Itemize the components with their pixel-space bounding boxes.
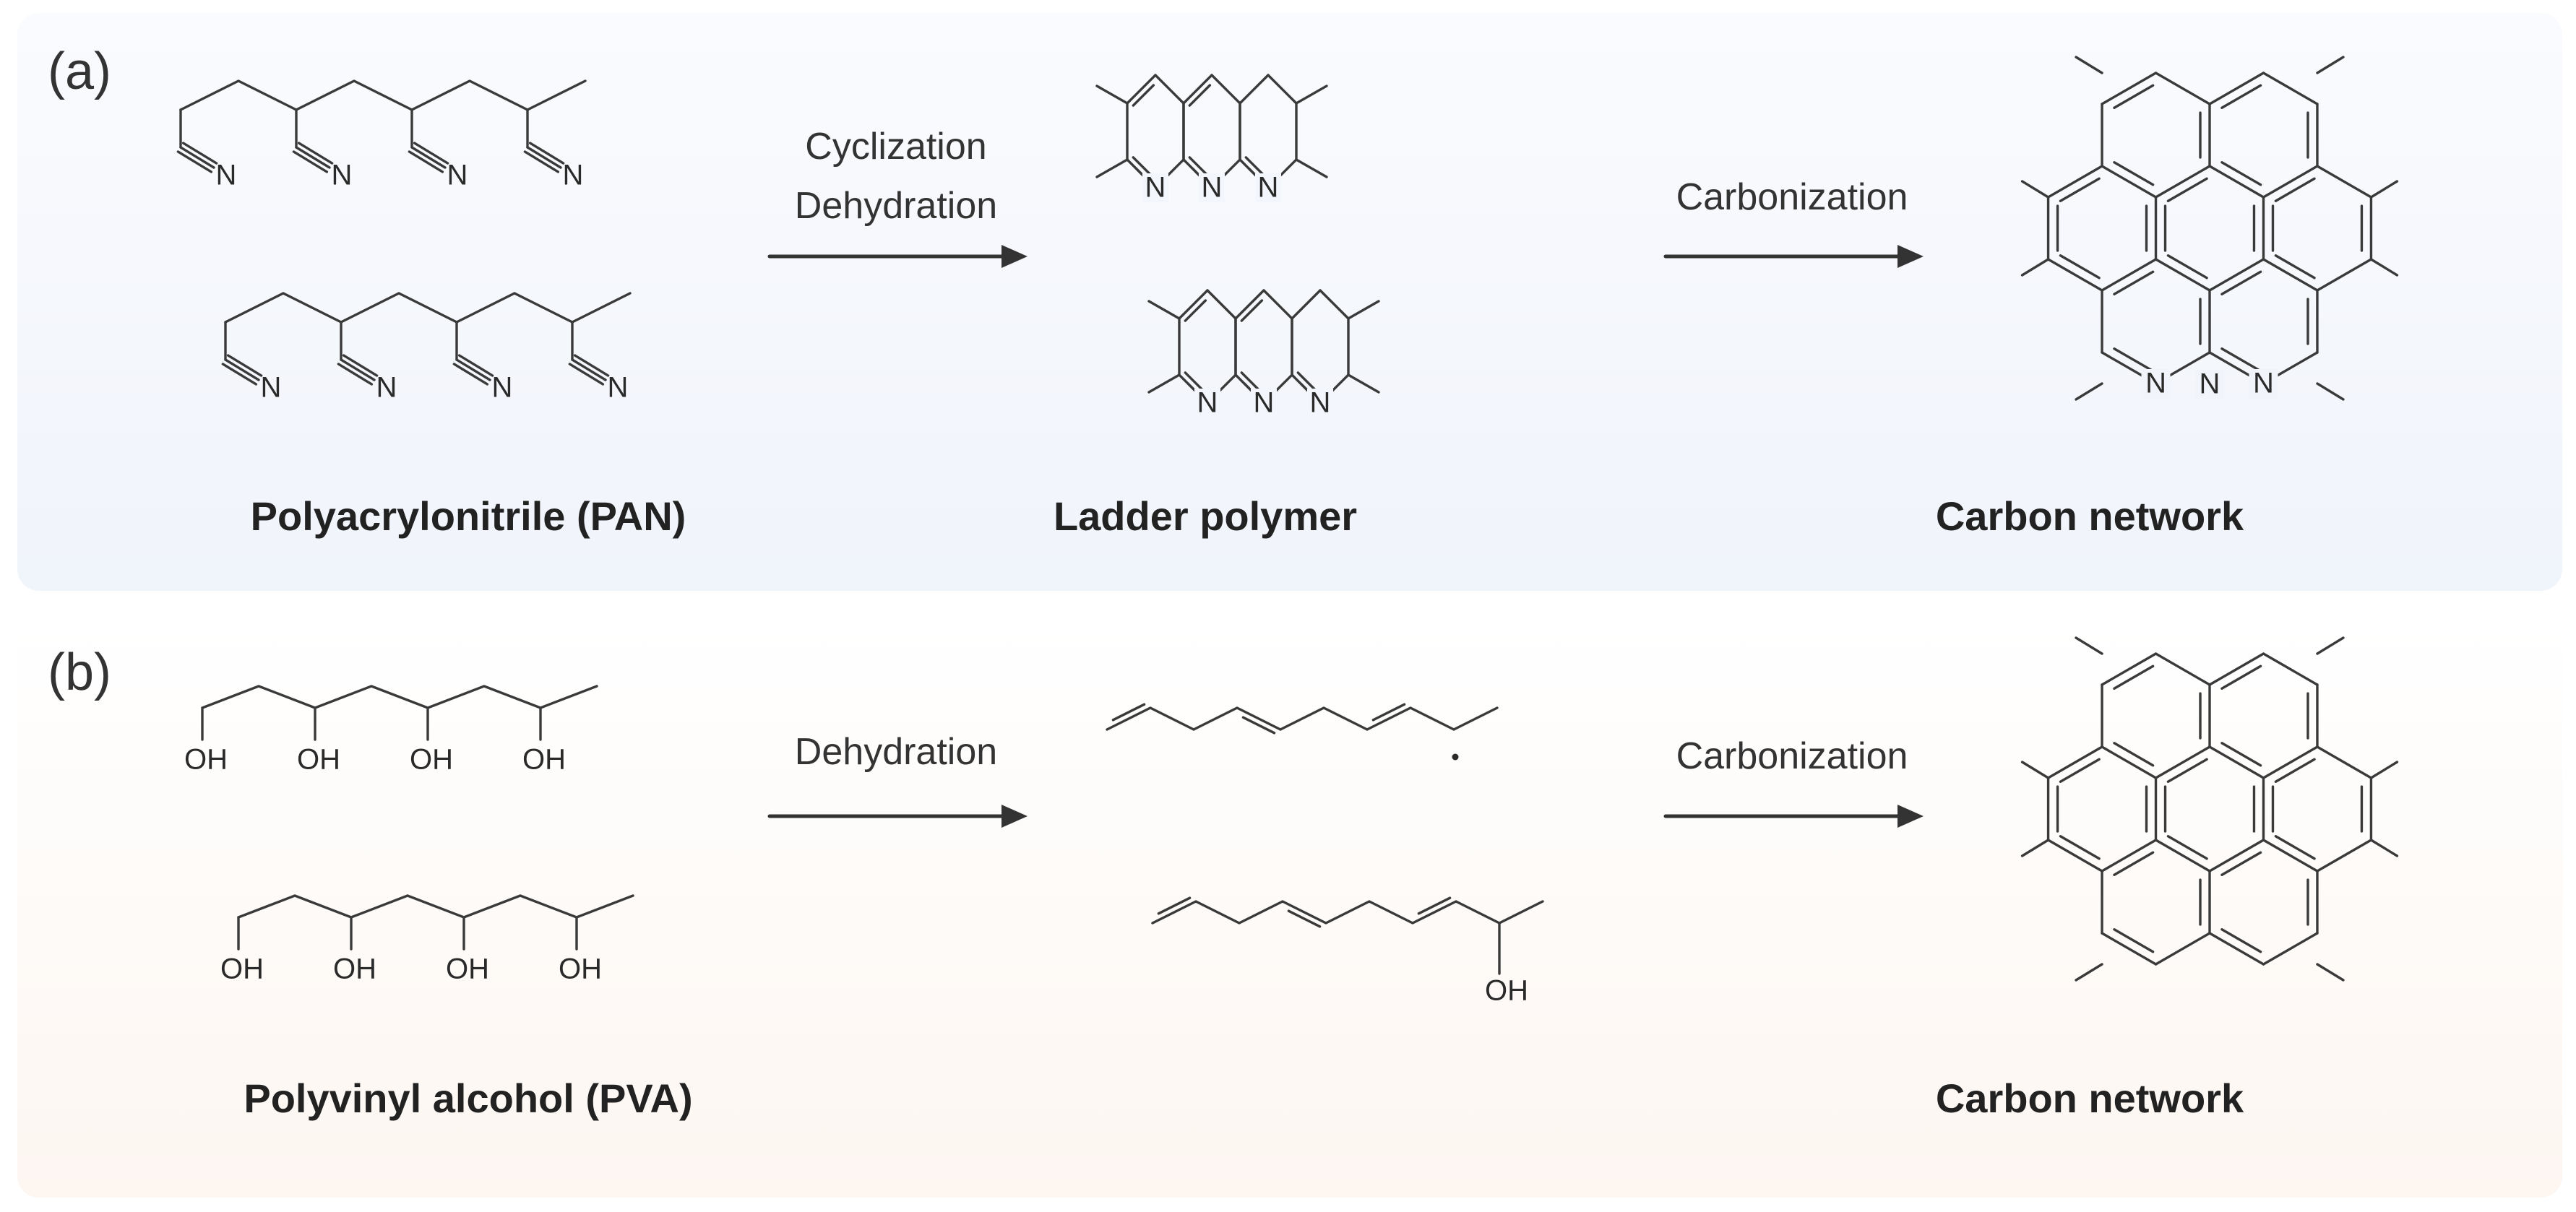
polyene-structure-2: OH xyxy=(1151,896,1544,1007)
hydroxyl-group: OH xyxy=(1485,975,1528,1007)
panel-a xyxy=(17,13,2562,591)
dehydration-label-a: Dehydration xyxy=(794,185,998,227)
panel-a-label: (a) xyxy=(48,43,111,100)
reaction-arrow-a2 xyxy=(1663,245,1924,268)
nitrogen-atom: N xyxy=(332,160,353,191)
pva-structure-2: OH OH OH OH xyxy=(220,894,634,985)
pva-caption: Polyvinyl alcohol (PVA) xyxy=(244,1075,693,1121)
nitrogen-atom: N xyxy=(216,160,237,191)
hydroxyl-group: OH xyxy=(410,744,453,776)
pva-structure-1: OH OH OH OH xyxy=(184,685,598,776)
polyene-structure-1 xyxy=(1106,703,1499,761)
carbon-network-caption-b: Carbon network xyxy=(1935,1075,2244,1121)
hydroxyl-group: OH xyxy=(297,744,340,776)
cyclization-label: Cyclization xyxy=(805,126,987,168)
hydroxyl-group: OH xyxy=(559,953,602,985)
nitrogen-atom: N xyxy=(447,160,468,191)
nitrogen-atom: N xyxy=(608,372,629,404)
hydroxyl-group: OH xyxy=(446,953,489,985)
dehydration-label-b: Dehydration xyxy=(794,731,998,773)
nitrogen-atom: N xyxy=(563,160,584,191)
nitrogen-atom: N xyxy=(2253,368,2274,399)
nitrogen-atom: N xyxy=(261,372,282,404)
nitrogen-atom: N xyxy=(492,372,513,404)
nitrogen-atom: N xyxy=(2200,368,2220,400)
panel-b-label: (b) xyxy=(48,644,111,701)
ladder-polymer-caption: Ladder polymer xyxy=(1053,493,1358,539)
radical-dot xyxy=(1452,753,1459,761)
nitrogen-atom: N xyxy=(2145,368,2166,399)
nitrogen-atom: N xyxy=(1145,172,1166,204)
reaction-arrow-a1 xyxy=(767,245,1028,268)
nitrogen-atom: N xyxy=(1258,172,1279,204)
carbon-network-structure-b xyxy=(2020,636,2399,982)
hydroxyl-group: OH xyxy=(184,744,228,776)
nitrogen-atom: N xyxy=(1254,387,1275,419)
nitrogen-atom: N xyxy=(1197,387,1218,419)
pan-caption: Polyacrylonitrile (PAN) xyxy=(250,493,686,539)
nitrogen-atom: N xyxy=(1310,387,1331,419)
reaction-arrow-b1 xyxy=(767,805,1028,828)
hydroxyl-group: OH xyxy=(333,953,376,985)
hydroxyl-group: OH xyxy=(522,744,566,776)
carbonization-label-b: Carbonization xyxy=(1676,735,1908,777)
carbonization-label-a: Carbonization xyxy=(1676,176,1908,218)
hydroxyl-group: OH xyxy=(220,953,264,985)
reaction-arrow-b2 xyxy=(1663,805,1924,828)
nitrogen-atom: N xyxy=(376,372,397,404)
nitrogen-atom: N xyxy=(1202,172,1223,204)
carbon-network-caption-a: Carbon network xyxy=(1935,493,2244,539)
